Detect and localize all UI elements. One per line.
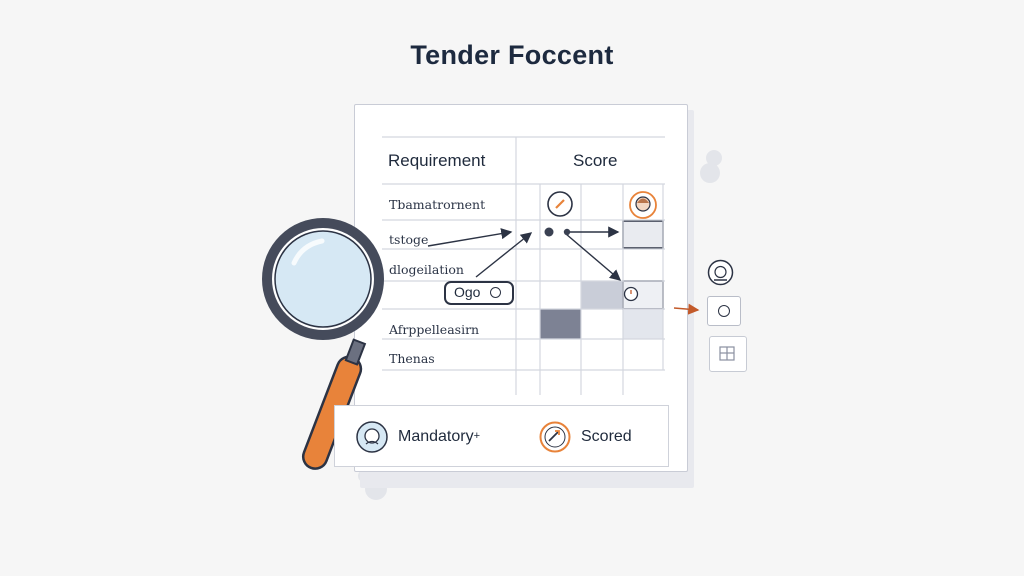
requirement-row-label: dlogeilation — [389, 262, 464, 277]
pill-label: Ogo — [454, 284, 481, 300]
requirement-header: Requirement — [388, 151, 486, 170]
pencil-icon — [547, 191, 573, 217]
mandatory-icon — [356, 421, 388, 453]
pill-circle-icon — [490, 287, 502, 298]
face-icon — [705, 259, 736, 286]
requirement-row-label: Tbamatrornent — [389, 197, 486, 212]
circle-icon-box — [707, 296, 741, 326]
grid-icon-box — [709, 336, 747, 372]
face-icon — [629, 191, 657, 219]
decor-dot — [706, 150, 722, 166]
score-cell — [540, 309, 581, 339]
page-title: Tender Foccent — [410, 40, 614, 70]
score-cell — [581, 281, 623, 309]
circle-icon — [718, 305, 730, 317]
legend-mandatory-label: Mandatory+ — [398, 428, 480, 446]
legend-scored-label: Scored — [581, 428, 632, 445]
magnifier-icon — [262, 218, 384, 470]
grid-icon — [719, 346, 735, 361]
mandatory-suffix: + — [473, 430, 481, 442]
scored-icon — [539, 421, 571, 453]
score-cell — [623, 309, 663, 339]
score-cell — [622, 220, 664, 249]
flow-node — [544, 227, 554, 237]
decor-dot — [700, 163, 720, 183]
requirement-row-label: tstoge — [389, 232, 429, 247]
pill-tag: Ogo — [444, 281, 514, 305]
flow-node — [563, 228, 571, 236]
requirement-row-label: Thenas — [389, 351, 435, 366]
score-header: Score — [573, 151, 618, 170]
clock-icon — [623, 286, 639, 302]
requirement-row-label: Afrppelleasirn — [389, 322, 480, 337]
legend — [334, 405, 669, 467]
mandatory-text: Mandatory — [398, 428, 474, 445]
